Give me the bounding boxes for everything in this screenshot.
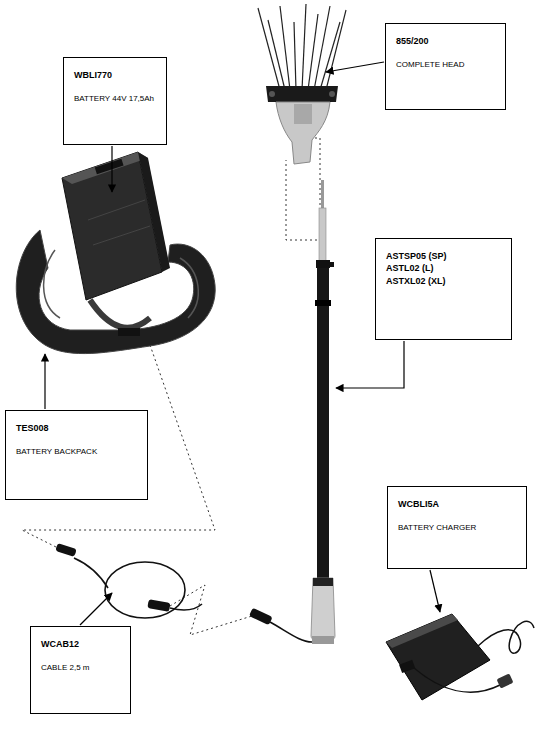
battery-backpack: [16, 152, 215, 354]
part-label-box: ASTSP05 (SP)ASTL02 (L) ASTXL02 (XL): [375, 238, 512, 340]
part-description: CABLE 2,5 m: [41, 663, 122, 673]
part-label-box: TES008BATTERY BACKPACK: [5, 410, 148, 500]
leader-arrow: [45, 62, 440, 625]
part-label-box: WBLI770BATTERY 44V 17,5Ah: [63, 57, 167, 145]
battery-charger: [386, 614, 534, 700]
part-description: BATTERY 44V 17,5Ah: [74, 94, 158, 104]
part-code: ASTSP05 (SP): [386, 251, 503, 262]
telescopic-pole: [311, 180, 335, 644]
part-label-box: 855/200COMPLETE HEAD: [385, 23, 506, 110]
part-code: 855/200: [396, 36, 497, 47]
part-code: WCBLI5A: [398, 499, 518, 510]
part-description: ASTL02 (L): [386, 263, 503, 274]
dotted-guide: [22, 138, 320, 635]
part-description: BATTERY CHARGER: [398, 523, 518, 533]
part-label-box: WCBLI5A BATTERY CHARGER: [387, 486, 527, 569]
part-description: BATTERY BACKPACK: [16, 447, 139, 457]
harvester-head: [258, 4, 346, 164]
part-code: WBLI770: [74, 70, 158, 81]
part-code: WCAB12: [41, 639, 122, 650]
part-description: COMPLETE HEAD: [396, 60, 497, 70]
part-code: TES008: [16, 423, 139, 434]
part-label-box: WCAB12CABLE 2,5 m: [30, 626, 131, 714]
part-description: ASTXL02 (XL): [386, 276, 503, 287]
